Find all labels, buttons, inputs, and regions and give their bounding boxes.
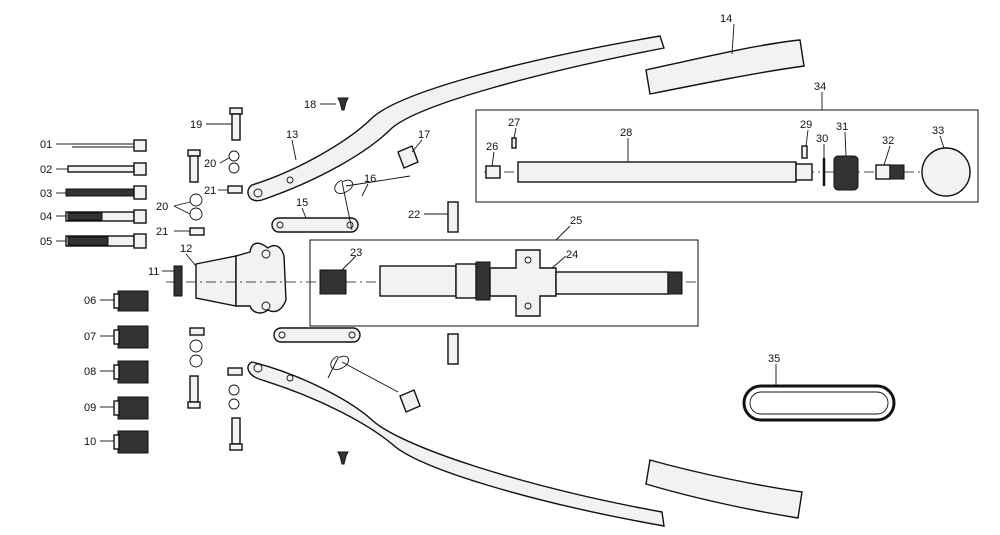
- label-21a: 21: [204, 185, 216, 197]
- stud-32: [875, 164, 891, 180]
- label-25: 25: [570, 215, 582, 227]
- knurled-cap-06: [113, 290, 149, 312]
- screw-18: [337, 97, 349, 111]
- knurled-cap-07: [113, 325, 149, 349]
- washer-20-d: [189, 207, 203, 221]
- label-19: 19: [190, 119, 202, 131]
- label-20a: 20: [204, 158, 216, 170]
- label-31: 31: [836, 121, 848, 133]
- label-11: 11: [148, 266, 159, 278]
- washer-lower-c: [228, 384, 240, 396]
- shaft-24: [379, 249, 683, 317]
- block-lower: [399, 389, 421, 413]
- pin-lower-d: [229, 417, 243, 451]
- lower-grip: [645, 459, 803, 519]
- pin-22-upper: [447, 201, 459, 233]
- box-25: [309, 239, 699, 327]
- pin-lower-c: [227, 367, 243, 376]
- knurled-knob-31: [833, 155, 859, 191]
- block-17-upper: [397, 145, 419, 169]
- washer-lower-b: [189, 354, 203, 368]
- label-17: 17: [418, 129, 430, 141]
- label-22: 22: [408, 209, 420, 221]
- knurl-ring-11: [173, 265, 183, 297]
- knurled-cap-09: [113, 396, 149, 420]
- label-12: 12: [180, 243, 192, 255]
- rod-28: [517, 161, 797, 183]
- label-13: 13: [286, 129, 298, 141]
- pin-lower-a: [189, 327, 205, 336]
- label-04: 04: [40, 211, 52, 223]
- ball-33: [921, 147, 971, 197]
- upper-grip-14: [645, 39, 805, 95]
- stud-32-thread: [889, 164, 905, 180]
- bolt-04: [65, 209, 147, 224]
- rod-28-end: [795, 163, 813, 181]
- link-plate-lower: [273, 327, 361, 343]
- label-18: 18: [304, 99, 316, 111]
- pin-26: [485, 165, 501, 179]
- pin-21-a: [227, 185, 243, 194]
- washer-20-c: [189, 193, 203, 207]
- knurled-cap-08: [113, 360, 149, 384]
- bolt-01: [72, 139, 147, 152]
- label-09: 09: [84, 402, 96, 414]
- label-26: 26: [486, 141, 498, 153]
- label-03: 03: [40, 188, 52, 200]
- bolt-02: [67, 162, 147, 176]
- label-06: 06: [84, 295, 96, 307]
- spring-lower: [327, 355, 399, 393]
- upper-arm-13: [247, 35, 665, 202]
- label-14: 14: [720, 13, 732, 25]
- pin-27: [511, 137, 517, 149]
- label-01: 01: [40, 139, 52, 151]
- label-35: 35: [768, 353, 780, 365]
- link-plate-15-upper: [271, 217, 359, 233]
- label-32: 32: [882, 135, 894, 147]
- label-30: 30: [816, 133, 828, 145]
- bolt-05: [65, 233, 147, 249]
- part-labels: 01 02 03 04 05 06 07 08 09 10 11 12 13 1…: [40, 13, 944, 448]
- label-29: 29: [800, 119, 812, 131]
- band-35: [742, 384, 896, 422]
- box-34: [475, 109, 979, 203]
- pin-19-upper: [229, 107, 243, 141]
- spring-16-upper: [334, 175, 411, 231]
- lower-arm: [247, 361, 665, 527]
- pin-22-lower: [447, 333, 459, 365]
- label-15: 15: [296, 197, 308, 209]
- washer-lower-a: [189, 339, 203, 353]
- knurled-nut-23: [319, 269, 347, 295]
- label-08: 08: [84, 366, 96, 378]
- pin-29: [801, 145, 808, 159]
- label-02: 02: [40, 164, 52, 176]
- bolt-03: [65, 185, 147, 200]
- leader-lines: [56, 23, 945, 442]
- label-20b: 20: [156, 201, 168, 213]
- head-12: [195, 242, 287, 314]
- label-28: 28: [620, 127, 632, 139]
- knurled-cap-10: [113, 430, 149, 454]
- label-21b: 21: [156, 226, 168, 238]
- label-10: 10: [84, 436, 96, 448]
- label-33: 33: [932, 125, 944, 137]
- washer-lower-d: [228, 398, 240, 410]
- label-27: 27: [508, 117, 520, 129]
- pin-lower-b: [187, 375, 201, 409]
- label-23: 23: [350, 247, 362, 259]
- label-07: 07: [84, 331, 96, 343]
- screw-lower: [337, 451, 349, 465]
- label-05: 05: [40, 236, 52, 248]
- pin-19-mid: [187, 149, 201, 183]
- washer-20-b: [228, 162, 240, 174]
- label-16: 16: [364, 173, 376, 185]
- washer-20-a: [228, 150, 240, 162]
- label-24: 24: [566, 249, 578, 261]
- pin-21-b: [189, 227, 205, 236]
- band-35-inner: [749, 391, 889, 415]
- label-34: 34: [814, 81, 826, 93]
